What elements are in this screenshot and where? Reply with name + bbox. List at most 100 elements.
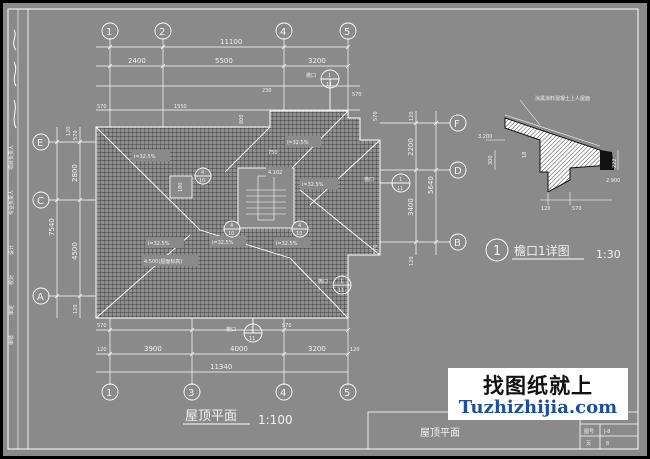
axis-right-1: F [454,119,460,130]
detail-index-2-num: 4 [230,223,233,229]
dimension-lines [48,38,450,385]
watermark: 找图纸就上 Tuzhizhijia.com [448,368,628,420]
axis-labels: 1 2 4 5 1 3 4 5 E C A F D B [37,27,462,399]
elevation-label-2: 4.102 [268,170,282,176]
eave-callout-right-label: 檐口 [364,176,374,183]
dim-bottom-small-1: 570 [97,323,107,329]
detail-index-2-page: 10 [228,231,234,237]
titleblock-label-1: 图号 [584,429,594,435]
detail-index-1-page: 10 [199,178,205,184]
dim-left-seg-2: 4500 [71,242,79,260]
axis-bottom-3: 4 [280,388,286,399]
watermark-cn: 找图纸就上 [483,374,593,398]
dim-bottom-small-4: 570 [282,323,292,329]
dim-right-seg-1: 2200 [407,138,415,156]
eave-callout-bottom-label: 檐口 [226,326,236,333]
dim-top-seg-2: 5500 [215,57,233,65]
eave-dim-1: 300 [488,155,494,165]
dim-left-small-2: 120 [66,126,72,136]
axis-left-1: E [37,138,43,149]
dim-top-total: 11100 [220,38,242,46]
axis-bottom-2: 3 [188,388,194,399]
eave-level-top: 3.200 [478,134,492,140]
strip-label-5: 专业负责人 [8,190,15,215]
dim-left-small-1: 570 [73,130,79,140]
eave-dim-4: 120 [541,206,551,212]
axis-left-2: C [37,196,44,207]
dim-left-total: 7540 [48,218,56,236]
eave-dim-2: 18 [522,152,528,158]
dim-top-small-2: 1550 [174,104,187,110]
eave-callout-top-page: 11 [326,82,332,88]
dim-top-seg-1: 2400 [128,57,146,65]
axis-bottom-4: 5 [344,388,350,399]
dim-left-small-3: 120 [73,304,79,314]
eave-level-bottom: 2.900 [606,178,620,184]
detail-scale: 1:30 [596,248,621,261]
eave-callout-bottom-page: 11 [249,336,255,342]
dim-top-seg-3: 3200 [308,57,326,65]
plan-title: 屋顶平面 1:100 [183,409,293,427]
stair-well [237,167,295,229]
eave-detail: 涂黑涂料混凝土上人屋面 3.200 2.900 300 18 222 120 5… [478,95,621,262]
dim-bottom-small-2: 120 [97,347,107,353]
detail-title: 檐口1详图 [514,243,570,258]
dim-right-small-2: 120 [409,111,415,121]
axis-top-1: 1 [106,27,112,38]
plan-title-text: 屋顶平面 [185,409,237,424]
dim-left-seg-1: 2800 [71,164,79,182]
detail-index-2: 4 10 [223,220,241,238]
dim-bottom-seg-1: 3900 [144,345,162,353]
eave-callout-right: 檐口 1 11 [364,173,411,193]
eave-dim-3: 222 [612,158,618,168]
eave-callout-right-page: 11 [397,186,403,192]
dim-top-small-4: 800 [239,114,245,124]
vent-box [169,175,193,199]
slope-label-3: i=32.5% [302,182,324,188]
dim-right-small-4: 120 [409,256,415,266]
titleblock-value-1: J-8 [603,429,610,435]
detail-index-3: 4 10 [291,220,309,238]
axis-right-3: B [454,238,461,249]
detail-index-1-num: 4 [201,170,204,176]
slope-label-4: i=32.5% [287,140,309,146]
titleblock-label-2: 页 [586,441,591,447]
dim-bottom-seg-2: 4000 [230,345,248,353]
eave-edge [600,150,614,170]
detail-index-3-num: 4 [298,223,301,229]
roof-plan: i=32.5% i=32.5% i=32.5% i=32.5% i=32.5% … [95,69,411,343]
dim-right-small-3: 570 [373,244,379,254]
eave-callout-top: 檐口 1 11 [306,69,340,111]
plan-title-scale: 1:100 [258,413,293,427]
dim-label-750: 750 [268,150,278,156]
eave-callout-right-lower-num: 1 [340,279,343,285]
axis-bottom-1: 1 [106,388,112,399]
dimension-texts: 11100 2400 5500 3200 570 1550 230 800 57… [48,38,435,371]
strip-label-4: 设计 [8,245,15,255]
elevation-label-1: 4.500(屋面标高) [144,258,182,265]
strip-label-6: 项目负责人 [8,145,15,170]
eave-callout-right-lower-page: 11 [338,288,344,294]
detail-index-3-page: 10 [296,231,302,237]
signature-marks [13,29,17,129]
slope-label-2: i=32.5% [148,241,170,247]
axis-top-2: 2 [159,27,165,38]
titleblock-name: 屋顶平面 [420,427,460,439]
axis-right-2: D [454,166,462,177]
dim-label-180: 180 [178,182,184,192]
eave-callout-top-label: 檐口 [306,72,316,79]
side-strip: 审核 审定 校对 设计 专业负责人 项目负责人 [7,8,29,450]
dim-top-small-3: 230 [262,88,272,94]
eave-callout-right-num: 1 [399,177,402,183]
axis-top-4: 5 [344,27,350,38]
strip-label-3: 校对 [8,275,15,285]
eave-callout-right-lower: 檐口 1 11 [318,275,352,295]
slope-labels: i=32.5% i=32.5% i=32.5% i=32.5% i=32.5% … [132,136,338,266]
watermark-en: Tuzhizhijia.com [458,397,618,418]
dim-right-small-1: 570 [373,111,379,121]
slope-label-6: i=32.5% [276,241,298,247]
strip-label-1: 审核 [8,335,15,345]
eave-callout-right-lower-label: 檐口 [318,278,328,285]
